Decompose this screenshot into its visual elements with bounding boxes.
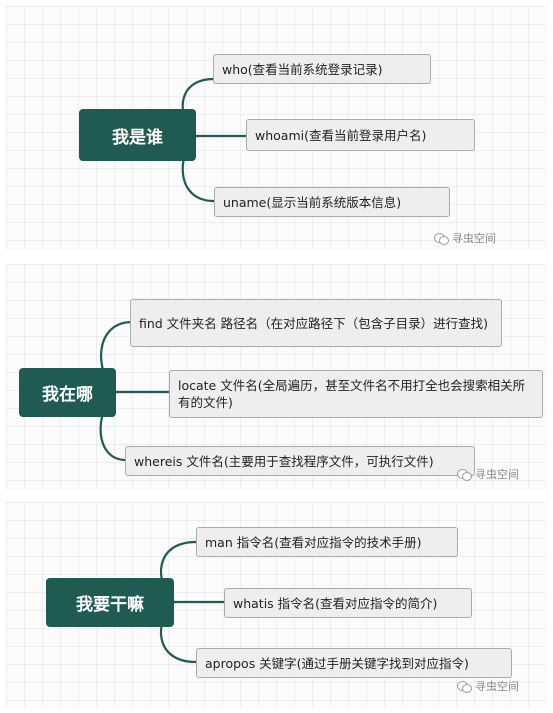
leaf-node-3-1: man 指令名(查看对应指令的技术手册) <box>196 527 458 557</box>
watermark-text: 寻虫空间 <box>452 232 496 245</box>
root-node-3: 我要干嘛 <box>46 578 174 627</box>
watermark-1: 寻虫空间 <box>434 230 496 246</box>
watermark-text: 寻虫空间 <box>475 680 519 693</box>
wechat-icon <box>434 232 449 245</box>
leaf-node-1-1: who(查看当前系统登录记录) <box>213 54 431 84</box>
leaf-node-2-2: locate 文件名(全局遍历，甚至文件名不用打全也会搜索相关所有的文件) <box>169 370 543 418</box>
leaf-node-1-3: uname(显示当前系统版本信息) <box>214 187 450 217</box>
root-node-2: 我在哪 <box>19 368 116 417</box>
leaf-node-1-2: whoami(查看当前登录用户名) <box>246 119 475 151</box>
leaf-node-3-3: apropos 关键字(通过手册关键字找到对应指令) <box>196 648 512 678</box>
mindmap-panel-2: 我在哪 find 文件夹名 路径名（在对应路径下（包含子目录）进行查找) loc… <box>6 264 546 490</box>
watermark-text: 寻虫空间 <box>475 468 519 481</box>
wechat-icon <box>457 680 472 693</box>
leaf-node-3-2: whatis 指令名(查看对应指令的简介) <box>224 588 472 618</box>
mindmap-panel-1: 我是谁 who(查看当前系统登录记录) whoami(查看当前登录用户名) un… <box>6 6 546 250</box>
wechat-icon <box>457 468 472 481</box>
watermark-2: 寻虫空间 <box>457 466 519 482</box>
leaf-node-2-3: whereis 文件名(主要用于查找程序文件，可执行文件) <box>125 446 475 476</box>
mindmap-panel-3: 我要干嘛 man 指令名(查看对应指令的技术手册) whatis 指令名(查看对… <box>6 502 546 707</box>
leaf-node-2-1: find 文件夹名 路径名（在对应路径下（包含子目录）进行查找) <box>130 299 502 347</box>
root-node-1: 我是谁 <box>79 109 196 161</box>
watermark-3: 寻虫空间 <box>457 678 519 694</box>
